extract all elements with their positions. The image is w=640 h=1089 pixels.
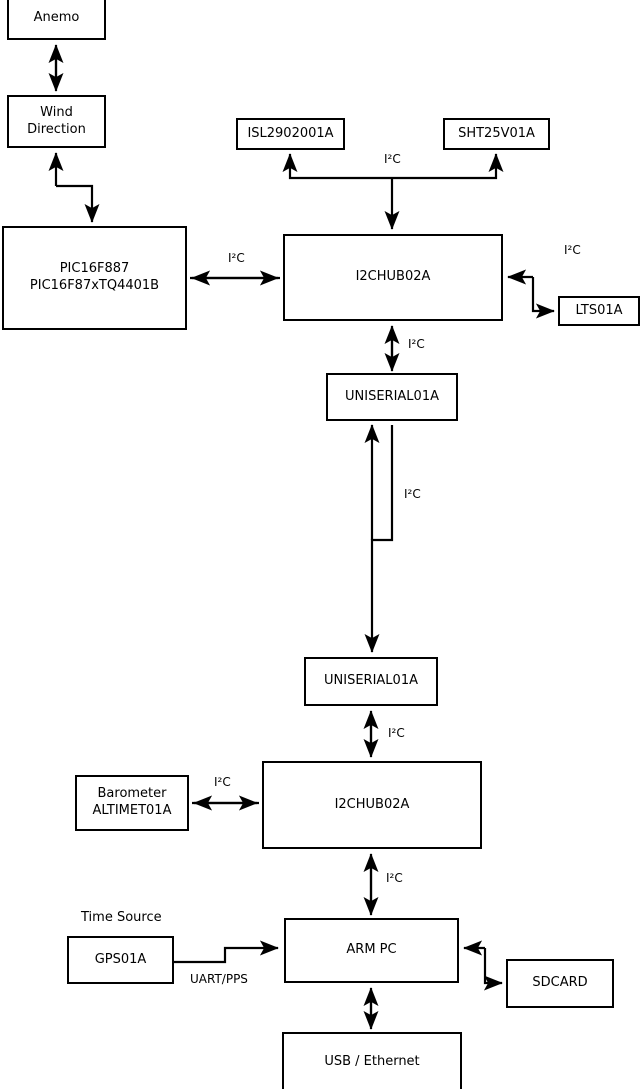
node-wind-direction-label: Wind Direction bbox=[27, 104, 86, 137]
node-anemo[interactable]: Anemo bbox=[7, 0, 106, 40]
node-anemo-label: Anemo bbox=[33, 10, 80, 26]
node-gps01a-label: GPS01A bbox=[94, 951, 147, 967]
edge-label-i2c-uniserial2-hub2: I²C bbox=[388, 726, 405, 740]
node-i2chub02a-bottom-label: I2CHUB02A bbox=[334, 796, 410, 812]
node-barometer-altimet01a[interactable]: Barometer ALTIMET01A bbox=[75, 775, 189, 831]
node-isl2902001a[interactable]: ISL2902001A bbox=[236, 118, 345, 150]
edge-label-i2c-pic-hub: I²C bbox=[228, 251, 245, 265]
edge-label-uart-pps: UART/PPS bbox=[190, 972, 248, 986]
edge-label-i2c-uniserial1-uniserial2: I²C bbox=[404, 487, 421, 501]
edge-wind-pic-down bbox=[56, 184, 100, 223]
edge-armpc-sdcard-out bbox=[483, 948, 503, 991]
node-pic-mcu[interactable]: PIC16F887 PIC16F87xTQ4401B bbox=[2, 226, 187, 330]
edge-label-i2c-barometer-hub2: I²C bbox=[214, 775, 231, 789]
node-usb-ethernet[interactable]: USB / Ethernet bbox=[282, 1032, 462, 1089]
node-sht25v01a[interactable]: SHT25V01A bbox=[443, 118, 550, 150]
edge-label-i2c-hub2-armpc: I²C bbox=[386, 871, 403, 885]
node-sht25v01a-label: SHT25V01A bbox=[458, 125, 535, 141]
node-isl2902001a-label: ISL2902001A bbox=[247, 125, 334, 141]
node-sdcard-label: SDCARD bbox=[532, 975, 588, 991]
node-i2chub02a-top-label: I2CHUB02A bbox=[355, 269, 431, 285]
node-sdcard[interactable]: SDCARD bbox=[506, 959, 614, 1008]
edge-label-i2c-hub-lts: I²C bbox=[564, 243, 581, 257]
node-uniserial01a-lower[interactable]: UNISERIAL01A bbox=[304, 657, 438, 706]
node-wind-direction[interactable]: Wind Direction bbox=[7, 95, 106, 148]
node-usb-ethernet-label: USB / Ethernet bbox=[324, 1053, 420, 1069]
label-time-source: Time Source bbox=[81, 910, 162, 925]
node-arm-pc-label: ARM PC bbox=[346, 942, 397, 958]
node-uniserial01a-lower-label: UNISERIAL01A bbox=[324, 673, 418, 689]
edge-gps-armpc bbox=[174, 940, 279, 964]
node-lts01a-label: LTS01A bbox=[575, 302, 623, 318]
node-gps01a[interactable]: GPS01A bbox=[67, 936, 174, 984]
node-lts01a[interactable]: LTS01A bbox=[558, 296, 640, 326]
node-barometer-altimet01a-label: Barometer ALTIMET01A bbox=[92, 786, 172, 818]
node-pic-mcu-label: PIC16F887 PIC16F87xTQ4401B bbox=[29, 261, 160, 293]
edge-label-i2c-hub-uniserial1: I²C bbox=[408, 337, 425, 351]
edge-hub-lts-out bbox=[531, 277, 555, 319]
node-uniserial01a-upper-label: UNISERIAL01A bbox=[345, 388, 439, 404]
edge-hub-isl bbox=[282, 153, 392, 180]
node-arm-pc[interactable]: ARM PC bbox=[284, 918, 459, 983]
edge-label-i2c-sensor-bus: I²C bbox=[384, 152, 401, 166]
node-i2chub02a-bottom[interactable]: I2CHUB02A bbox=[262, 761, 482, 849]
node-uniserial01a-upper[interactable]: UNISERIAL01A bbox=[326, 373, 458, 421]
edge-hub-sht bbox=[392, 153, 504, 180]
node-i2chub02a-top[interactable]: I2CHUB02A bbox=[283, 234, 503, 321]
edge-uni2-riser bbox=[364, 425, 394, 653]
